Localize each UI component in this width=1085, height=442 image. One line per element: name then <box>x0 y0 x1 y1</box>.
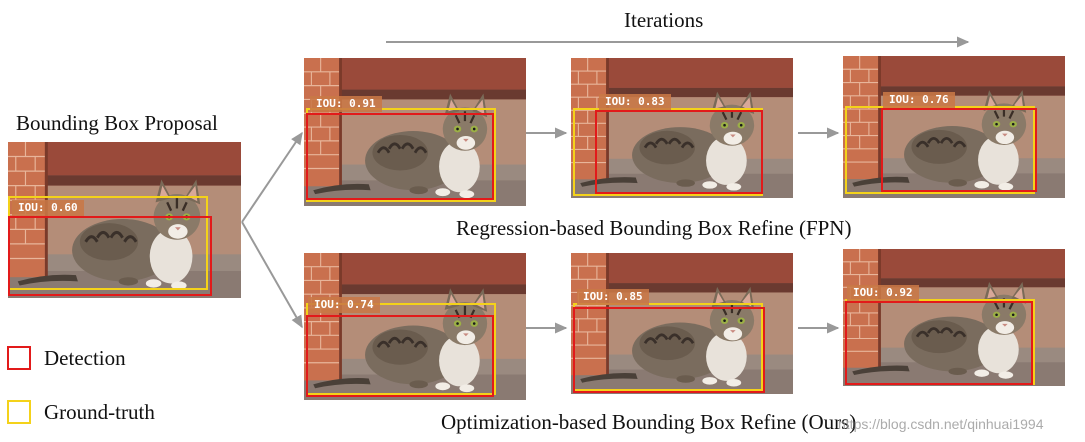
iou-label: IOU: 0.92 <box>847 285 919 301</box>
detection-box <box>881 108 1037 192</box>
detection-box <box>595 110 763 194</box>
regression-image-3: IOU: 0.76 <box>843 56 1065 198</box>
iterations-label: Iterations <box>624 8 704 32</box>
iou-label: IOU: 0.91 <box>310 96 382 112</box>
regression-image-2: IOU: 0.83 <box>571 58 793 198</box>
branch-arrow-top <box>241 131 303 223</box>
detection-box <box>845 301 1033 385</box>
detection-box <box>573 307 765 393</box>
optimization-caption: Optimization-based Bounding Box Refine (… <box>441 410 857 434</box>
iou-label: IOU: 0.76 <box>883 92 955 108</box>
iou-label: IOU: 0.85 <box>577 289 649 305</box>
optimization-image-3: IOU: 0.92 <box>843 249 1065 386</box>
proposal-title: Bounding Box Proposal <box>16 111 218 135</box>
iou-label: IOU: 0.60 <box>12 200 84 216</box>
optimization-image-1: IOU: 0.74 <box>304 253 526 400</box>
optimization-image-2: IOU: 0.85 <box>571 253 793 394</box>
detection-legend-label: Detection <box>44 346 126 370</box>
regression-caption: Regression-based Bounding Box Refine (FP… <box>456 216 852 240</box>
proposal-image: IOU: 0.60 <box>8 142 241 298</box>
detection-box <box>306 113 494 200</box>
detection-box <box>8 216 212 296</box>
detection-box <box>306 315 494 397</box>
iou-label: IOU: 0.74 <box>308 297 380 313</box>
watermark: https://blog.csdn.net/qinhuai1994 <box>838 416 1044 432</box>
regression-image-1: IOU: 0.91 <box>304 58 526 206</box>
ground-truth-legend-swatch <box>7 400 31 424</box>
detection-legend-swatch <box>7 346 31 370</box>
iou-label: IOU: 0.83 <box>599 94 671 110</box>
branch-arrow-bottom <box>241 221 303 329</box>
ground-truth-legend-label: Ground-truth <box>44 400 155 424</box>
